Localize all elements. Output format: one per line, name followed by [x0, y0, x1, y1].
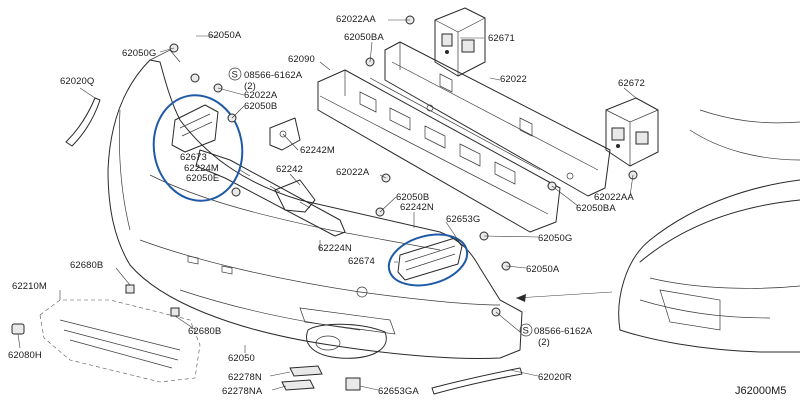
label-62050ba-top: 62050BA	[344, 32, 384, 43]
bracket-62672	[605, 97, 659, 167]
label-62050g-top: 62050G	[122, 48, 156, 59]
label-62050g-mid: 62050G	[538, 233, 572, 244]
diagram-code: J62000M5	[735, 385, 786, 397]
label-62022aa-right: 62022AA	[594, 192, 634, 203]
label-62671: 62671	[488, 33, 515, 44]
label-62022aa-top: 62022AA	[336, 14, 376, 25]
label-62653g: 62653G	[446, 214, 480, 225]
label-62080h: 62080H	[8, 350, 42, 361]
label-62050a-top: 62050A	[208, 30, 242, 41]
screw-symbol-bottom: S	[519, 323, 533, 337]
label-62050a-mid: 62050A	[526, 264, 560, 275]
label-62680b-1: 62680B	[70, 260, 103, 271]
label-62050: 62050	[228, 353, 255, 364]
label-62242m: 62242M	[300, 145, 335, 156]
label-62278n: 62278N	[228, 372, 262, 383]
label-62224n: 62224N	[318, 243, 352, 254]
trim-62020r	[431, 367, 523, 395]
label-62673: 62673	[180, 152, 207, 163]
highlight-circle-right	[387, 233, 469, 287]
label-62022a-1: 62022A	[244, 90, 278, 101]
label-62680b-2: 62680B	[188, 326, 221, 337]
bumper-reinforcement-62022	[384, 41, 611, 197]
label-62050e: 62050E	[186, 173, 219, 184]
leader-lines	[17, 19, 637, 391]
label-qty-top: (2)	[244, 81, 256, 92]
bumper-fascia-62050	[107, 49, 523, 359]
highlight-circle-left	[152, 94, 244, 202]
label-62050b-2: 62050B	[396, 192, 429, 203]
label-08566-top: 08566-6162A	[244, 70, 303, 81]
label-62674: 62674	[348, 256, 375, 267]
label-62022a-2: 62022A	[336, 167, 370, 178]
label-62050ba-right: 62050BA	[576, 203, 616, 214]
label-62224m: 62224M	[184, 163, 219, 174]
view-arrow	[515, 291, 613, 299]
screw-symbol-top: S	[228, 67, 242, 81]
vehicle-front-view	[618, 109, 800, 353]
label-qty-bottom: (2)	[538, 337, 550, 348]
label-62210m: 62210M	[12, 281, 47, 292]
label-62020r: 62020R	[538, 372, 572, 383]
label-62242: 62242	[276, 164, 303, 175]
label-62278na: 62278NA	[222, 386, 263, 397]
label-62672: 62672	[618, 78, 645, 89]
energy-absorber-62090	[317, 69, 561, 233]
label-08566-bottom: 08566-6162A	[534, 326, 593, 337]
svg-text:S: S	[523, 326, 529, 337]
bracket-62671	[434, 7, 486, 77]
trim-62020q	[65, 97, 101, 147]
svg-text:S: S	[232, 70, 238, 81]
clips	[11, 15, 638, 391]
label-62020q: 62020Q	[60, 76, 94, 87]
label-62090: 62090	[288, 54, 315, 65]
label-62653ga: 62653GA	[378, 386, 419, 397]
label-62022: 62022	[500, 74, 527, 85]
label-62050b: 62050B	[244, 101, 277, 112]
label-62242n: 62242N	[400, 202, 434, 213]
side-bracket-62673	[171, 104, 219, 153]
upper-retainer-62242	[195, 117, 346, 237]
undercover-62210m	[39, 299, 201, 383]
